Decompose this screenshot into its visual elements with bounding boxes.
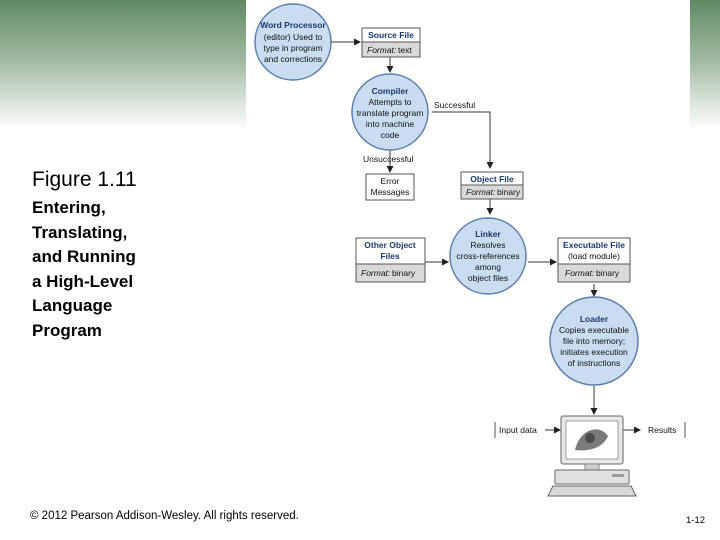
other-object-files-format-value: binary [392, 268, 416, 278]
keyboard-icon [547, 485, 637, 497]
source-file-box: Source File Format: text [361, 27, 421, 58]
successful-label: Successful [434, 100, 475, 110]
loader-line-3: initiates execution [560, 347, 628, 357]
unsuccessful-label: Unsuccessful [363, 154, 414, 164]
linker-line-2: cross-references [456, 251, 519, 261]
error-messages-line-2: Messages [371, 187, 410, 197]
executable-file-box: Executable File (load module) Format: bi… [557, 237, 631, 283]
loader-node: Loader Copies executable file into memor… [549, 296, 639, 386]
compiler-title: Compiler [372, 86, 410, 96]
computer-tower-icon [554, 469, 630, 485]
figure-subtitle: Entering, Translating, and Running a Hig… [32, 198, 136, 340]
other-object-files-line-2: Files [380, 251, 400, 261]
input-data-label: Input data [499, 425, 537, 435]
object-file-format-value: binary [497, 187, 521, 197]
linker-line-4: object files [468, 273, 508, 283]
compiler-line-4: code [381, 130, 400, 140]
other-object-files-box: Other Object Files Format: binary [355, 237, 426, 283]
object-file-title: Object File [470, 174, 514, 184]
arrow-compiler-success [432, 111, 494, 169]
copyright-footer: © 2012 Pearson Addison-Wesley. All right… [30, 510, 299, 522]
word-processor-line-1: (editor) Used to [264, 32, 323, 42]
word-processor-node: Word Processor (editor) Used to type in … [254, 3, 332, 81]
word-processor-line-2: type in program [263, 43, 322, 53]
other-object-files-line-1: Other Object [364, 240, 416, 250]
compiler-node: Compiler Attempts to translate program i… [351, 73, 429, 151]
linker-title: Linker [475, 229, 501, 239]
word-processor-title: Word Processor [260, 20, 326, 30]
computer-icon [547, 415, 637, 497]
source-file-format-value: text [398, 45, 412, 55]
source-file-format-label: Format: [367, 45, 397, 55]
loader-title: Loader [580, 314, 609, 324]
error-messages-box: Error Messages [365, 173, 415, 201]
source-file-title: Source File [368, 30, 414, 40]
error-messages-line-1: Error [381, 176, 400, 186]
word-processor-line-3: and corrections [264, 54, 322, 64]
executable-file-subtitle: (load module) [568, 251, 620, 261]
loader-line-4: of instructions [568, 358, 620, 368]
executable-file-title: Executable File [563, 240, 625, 250]
loader-line-2: file into memory; [563, 336, 625, 346]
executable-file-format-value: binary [596, 268, 620, 278]
executable-file-format-label: Format: [565, 268, 595, 278]
loader-line-1: Copies executable [559, 325, 629, 335]
object-file-format-label: Format: [466, 187, 496, 197]
linker-node: Linker Resolves cross-references among o… [449, 217, 527, 295]
other-object-files-format-label: Format: [361, 268, 391, 278]
compiler-line-2: translate program [357, 108, 424, 118]
linker-line-1: Resolves [471, 240, 506, 250]
compiler-line-3: into machine [366, 119, 414, 129]
linker-line-3: among [475, 262, 501, 272]
slide-number: 1-12 [686, 515, 706, 526]
compiler-line-1: Attempts to [369, 97, 412, 107]
results-label: Results [648, 425, 676, 435]
object-file-box: Object File Format: binary [460, 171, 524, 200]
figure-title: Figure 1.11 [32, 168, 137, 191]
